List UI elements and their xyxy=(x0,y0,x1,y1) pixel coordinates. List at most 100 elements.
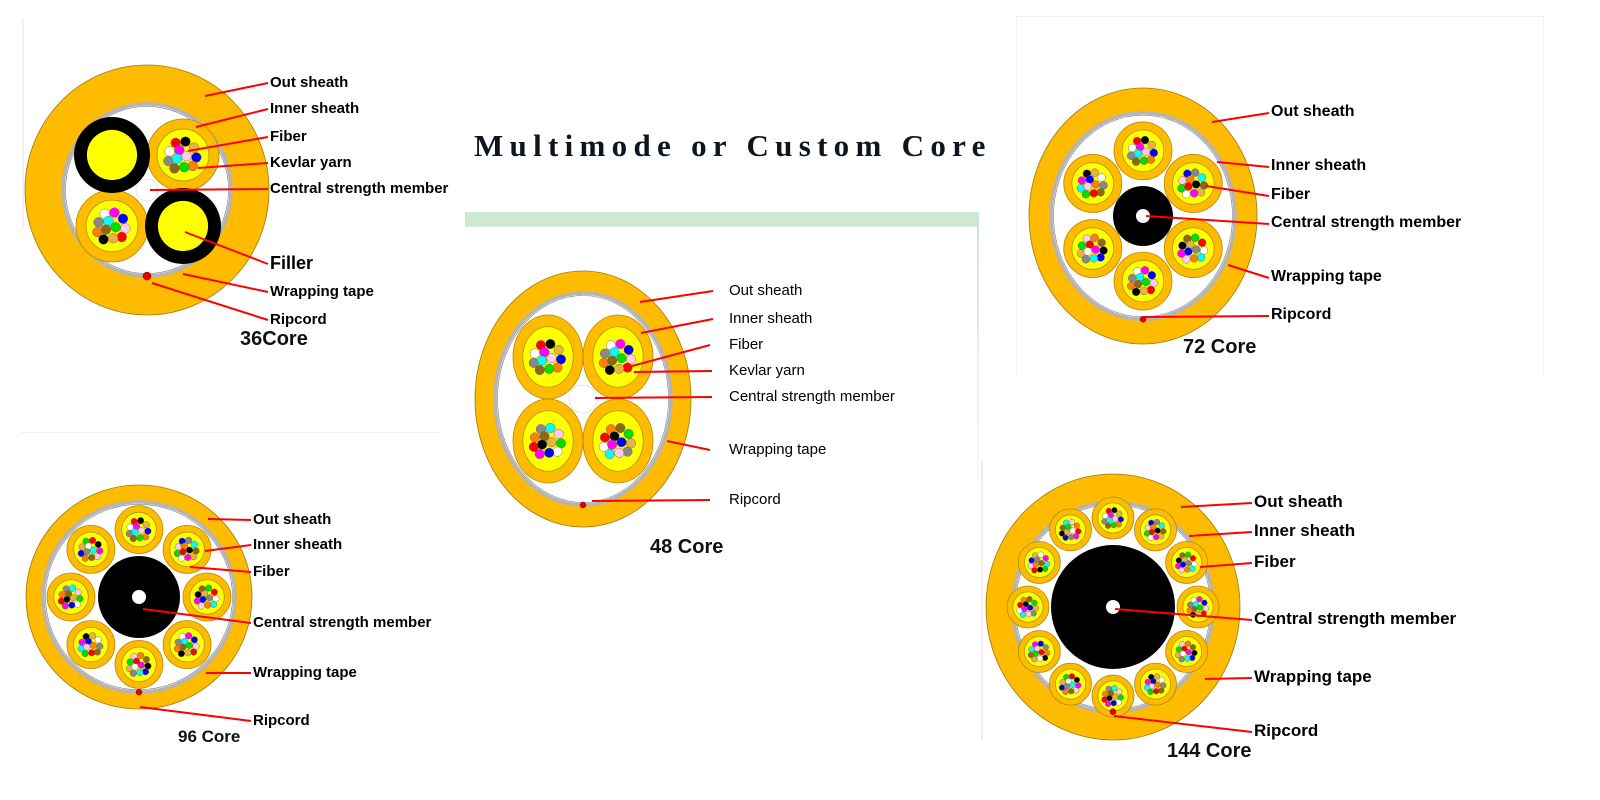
label-wrapping-tape: Wrapping tape xyxy=(729,440,827,458)
fiber xyxy=(1189,654,1196,661)
label-wrapping-tape: Wrapping tape xyxy=(253,663,357,681)
leader-line xyxy=(633,370,713,373)
fiber xyxy=(1197,238,1207,247)
subunit xyxy=(75,189,149,263)
panel-frame-144 xyxy=(981,460,983,740)
fiber xyxy=(136,669,144,676)
fiber xyxy=(1059,678,1066,686)
ripcord xyxy=(579,501,587,509)
label-wrapping-tape: Wrapping tape xyxy=(270,282,374,300)
fiber xyxy=(1140,135,1150,145)
label-central-strength-member: Central strength member xyxy=(729,387,895,405)
fiber xyxy=(1112,515,1119,522)
leader-line xyxy=(204,544,252,552)
fiber xyxy=(1141,277,1151,287)
fiber xyxy=(1147,271,1156,280)
subunit xyxy=(66,524,116,574)
fiber xyxy=(109,207,120,218)
fiber xyxy=(94,541,102,548)
label-out-sheath: Out sheath xyxy=(729,281,803,299)
label-ripcord: Ripcord xyxy=(270,310,327,328)
subunit xyxy=(1113,121,1173,181)
fiber xyxy=(607,439,618,450)
subunit xyxy=(1063,219,1123,278)
fiber xyxy=(1140,266,1150,275)
subunit xyxy=(512,314,584,400)
fiber xyxy=(1037,566,1044,573)
subunit xyxy=(582,398,654,484)
fiber xyxy=(1147,688,1154,695)
leader-line xyxy=(207,518,252,521)
leader-line xyxy=(187,136,269,152)
fiber xyxy=(1191,233,1200,242)
caption-36-core: 36Core xyxy=(240,328,308,350)
fiber xyxy=(1133,149,1143,158)
label-out-sheath: Out sheath xyxy=(1254,492,1343,512)
fiber xyxy=(205,594,213,602)
fiber xyxy=(179,548,187,556)
ripcord xyxy=(1109,708,1117,715)
fiber xyxy=(1184,640,1192,647)
fiber xyxy=(614,447,625,458)
fiber xyxy=(190,636,198,644)
caption-144-core: 144 Core xyxy=(1167,740,1252,762)
subunit xyxy=(1163,154,1223,213)
leader-line xyxy=(591,499,711,502)
fiber xyxy=(1063,683,1070,690)
fiber xyxy=(1068,533,1075,541)
label-inner-sheath: Inner sheath xyxy=(729,309,813,327)
fiber xyxy=(1184,566,1191,573)
caption-48-core: 48 Core xyxy=(650,536,724,558)
subunit xyxy=(1049,662,1092,706)
fiber xyxy=(1089,189,1098,198)
fiber xyxy=(1201,599,1208,606)
label-kevlar-yarn: Kevlar yarn xyxy=(729,361,805,379)
fiber xyxy=(1059,524,1066,531)
label-fiber: Fiber xyxy=(729,335,764,353)
fiber xyxy=(83,643,91,651)
leader-line xyxy=(1216,161,1270,168)
fiber xyxy=(69,594,77,602)
fiber xyxy=(1144,524,1151,531)
leader-line xyxy=(631,344,711,367)
fiber xyxy=(1106,517,1113,524)
fiber xyxy=(1189,644,1197,651)
fiber xyxy=(1028,646,1035,653)
leader-line xyxy=(1188,531,1253,537)
panel-frame-72 xyxy=(1016,16,1544,377)
fiber xyxy=(1112,693,1119,700)
fiber xyxy=(63,595,71,603)
fiber xyxy=(1190,254,1199,263)
fiber xyxy=(186,642,193,649)
leader-line xyxy=(1227,264,1270,279)
fiber xyxy=(1102,512,1109,519)
label-central-strength-member: Central strength member xyxy=(1254,609,1457,629)
subunit xyxy=(1163,219,1223,278)
fiber xyxy=(204,601,212,609)
central-strength-member xyxy=(1136,209,1150,223)
fiber xyxy=(1139,156,1149,165)
leader-line xyxy=(197,162,269,169)
subunit xyxy=(162,620,212,670)
subunit xyxy=(1091,496,1135,540)
fiber xyxy=(1189,555,1197,562)
fiber xyxy=(1083,247,1092,256)
caption-72-core: 72 Core xyxy=(1183,336,1257,358)
fiber xyxy=(615,423,626,433)
caption-96-core: 96 Core xyxy=(178,726,241,746)
central-strength-member xyxy=(132,590,146,604)
fiber xyxy=(1019,611,1027,618)
fiber xyxy=(179,643,187,651)
leader-line xyxy=(1199,562,1253,568)
fiber xyxy=(1116,510,1123,517)
subunit xyxy=(114,639,164,689)
label-central-strength-member: Central strength member xyxy=(270,179,449,197)
fiber xyxy=(1148,528,1155,536)
fiber xyxy=(100,224,111,235)
fiber xyxy=(74,588,82,596)
subunit xyxy=(182,572,232,622)
leader-line xyxy=(1113,715,1253,733)
label-ripcord: Ripcord xyxy=(253,711,310,729)
